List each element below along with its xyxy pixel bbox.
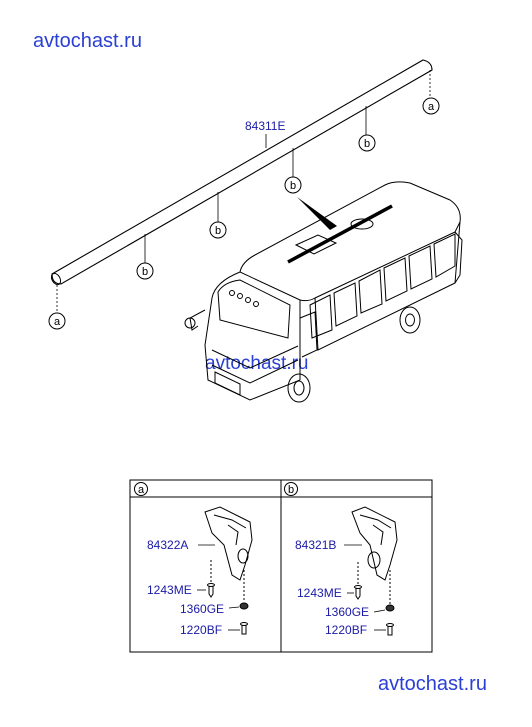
part-number-1360GE-b: 1360GE: [325, 605, 369, 619]
bracket-84322A-drawing: [204, 506, 253, 602]
panel-a-tag: a: [138, 484, 145, 496]
part-number-1243ME-b: 1243ME: [297, 586, 342, 600]
strip-callouts: a b b b b a: [48, 70, 440, 330]
roof-molding-strip: [50, 59, 433, 286]
detail-table: a b: [129, 479, 433, 653]
callout-b-4: b: [142, 266, 148, 278]
fasteners-panel-a: [207, 583, 249, 635]
callout-b-1: b: [364, 138, 370, 150]
fasteners-panel-b: [354, 585, 395, 636]
part-number-1360GE-a: 1360GE: [180, 602, 224, 616]
watermark-bottom: avtochast.ru: [378, 673, 487, 695]
bracket-84321B-drawing: [351, 506, 398, 604]
part-number-84322A: 84322A: [147, 538, 188, 552]
location-pointer: [297, 197, 337, 230]
callout-b-3: b: [215, 225, 221, 237]
callout-a-left: a: [54, 316, 61, 328]
bus-illustration: [184, 181, 463, 403]
part-number-1220BF-a: 1220BF: [180, 623, 222, 637]
part-number-84321B: 84321B: [295, 538, 336, 552]
callout-a-right: a: [428, 101, 435, 113]
part-number-1243ME-a: 1243ME: [147, 583, 192, 597]
callout-b-2: b: [290, 180, 296, 192]
watermark-top: avtochast.ru: [33, 30, 142, 52]
part-number-1220BF-b: 1220BF: [325, 623, 367, 637]
panel-b-tag: b: [288, 484, 294, 496]
watermark-middle: avtochast.ru: [205, 353, 309, 374]
part-number-84311E: 84311E: [245, 119, 285, 133]
